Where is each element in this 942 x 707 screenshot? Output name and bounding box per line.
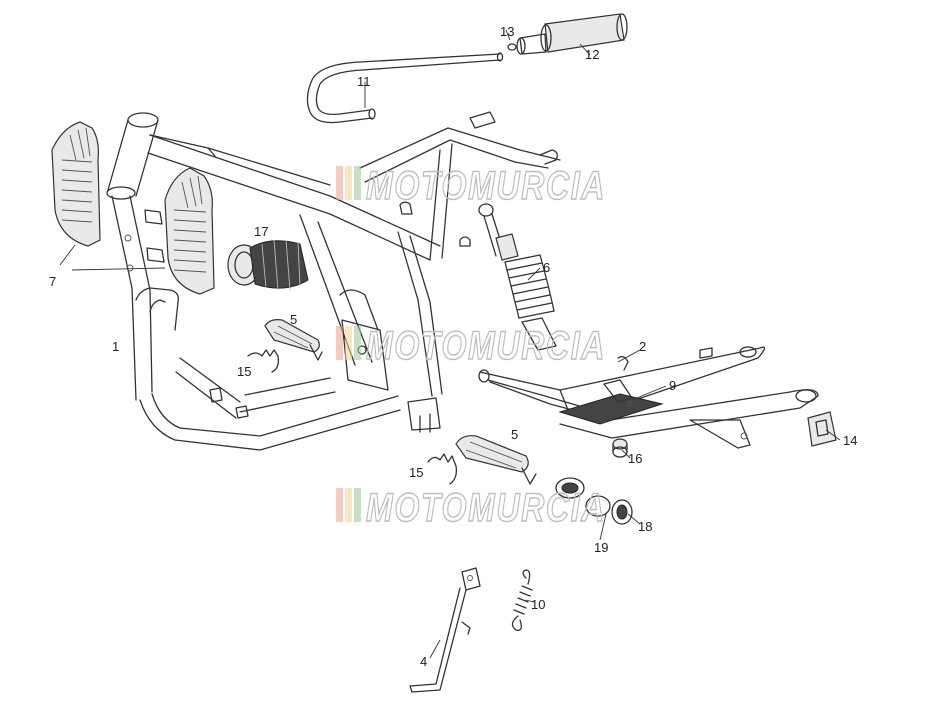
chain-slider [558, 379, 664, 425]
watermark-bottom: MOTOMURCIA [336, 485, 606, 531]
callout-18: 18 [638, 519, 652, 534]
leader-lines [364, 29, 841, 659]
exhaust-pipe [306, 52, 504, 124]
radiator-shroud-left [51, 121, 101, 247]
frame [106, 111, 561, 451]
watermark-top: MOTOMURCIA [336, 163, 606, 209]
swingarm [478, 346, 819, 449]
callout-13: 13 [500, 24, 514, 39]
muffler [516, 13, 628, 55]
callout-2: 2 [639, 339, 646, 354]
watermark-middle: MOTOMURCIA [336, 323, 606, 369]
chain-guide [807, 411, 837, 447]
bushing [612, 438, 628, 458]
svg-text:MOTOMURCIA: MOTOMURCIA [366, 486, 606, 530]
footrest-spring-lower [427, 453, 458, 485]
callout-5-upper: 5 [290, 312, 297, 327]
svg-text:MOTOMURCIA: MOTOMURCIA [366, 324, 606, 368]
kickstand [409, 567, 481, 693]
svg-text:MOTOMURCIA: MOTOMURCIA [366, 164, 606, 208]
footrest-lower [455, 435, 537, 485]
callout-15-lower: 15 [409, 465, 423, 480]
footrest-spring-upper [247, 349, 280, 373]
callout-16: 16 [628, 451, 642, 466]
callout-19: 19 [594, 540, 608, 555]
callout-15-upper: 15 [237, 364, 251, 379]
callout-9: 9 [669, 378, 676, 393]
callout-6: 6 [543, 260, 550, 275]
footrest-upper [264, 319, 323, 361]
callout-12: 12 [585, 47, 599, 62]
callout-1-fix: 1 [112, 339, 119, 354]
callout-17: 17 [254, 224, 268, 239]
radiator-shroud-right [164, 167, 215, 295]
rear-shock [478, 203, 557, 351]
air-boot [227, 239, 309, 291]
callout-5-lower: 5 [511, 427, 518, 442]
callout-14: 14 [843, 433, 857, 448]
callout-4: 4 [420, 654, 427, 669]
bearing-set-19 [555, 477, 611, 517]
callout-10: 10 [531, 597, 545, 612]
gasket [507, 43, 517, 51]
callout-7: 7 [49, 274, 56, 289]
callout-11: 11 [357, 74, 371, 89]
bearing-18 [611, 499, 633, 525]
kickstand-spring [511, 569, 533, 631]
callouts: 1 2 4 5 5 6 7 9 10 11 12 13 14 15 15 16 … [49, 24, 857, 669]
